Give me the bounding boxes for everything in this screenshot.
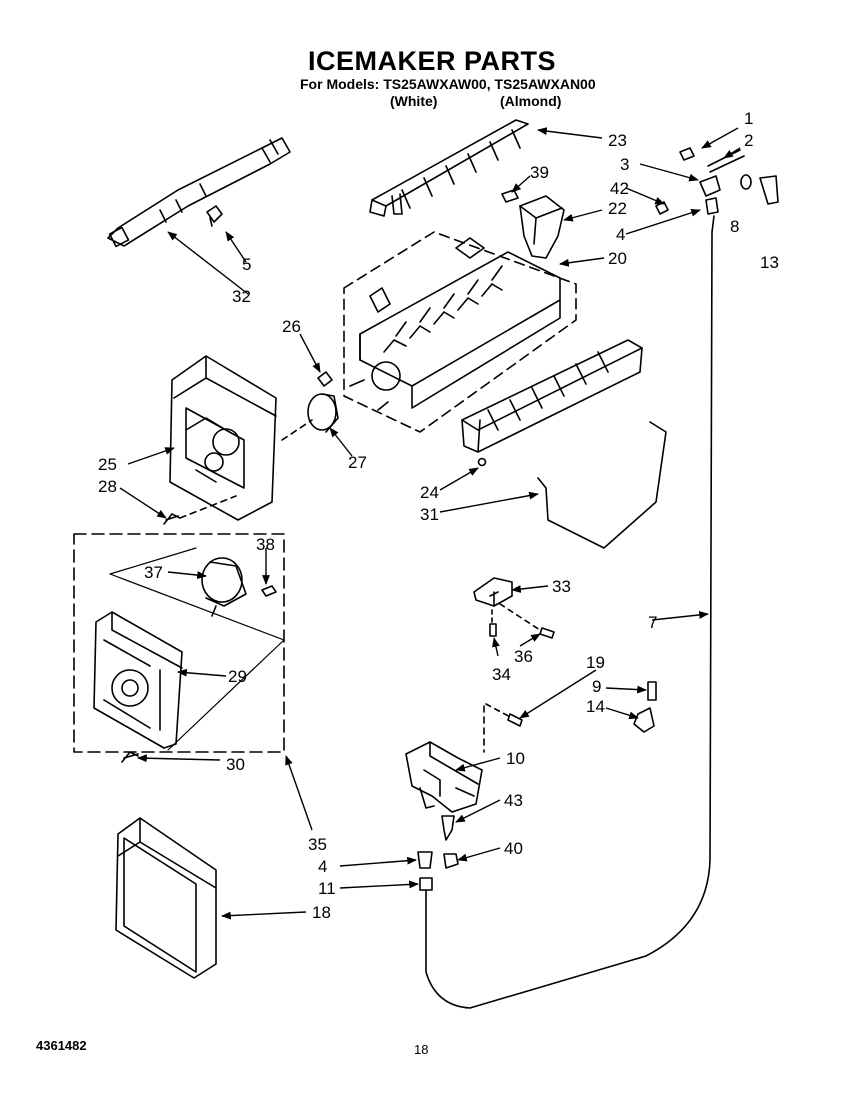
module-assembly-box (73, 533, 285, 753)
variant-white-label: (White) (390, 93, 438, 109)
callout-label: 43 (504, 791, 523, 810)
callout-label: 19 (586, 653, 605, 672)
callout-label: 18 (312, 903, 331, 922)
fitting-4-lower-part (417, 851, 433, 869)
callout-label: 9 (592, 677, 601, 696)
callout-label: 14 (586, 697, 605, 716)
callout-label: 35 (308, 835, 327, 854)
document-number: 4361482 (36, 1038, 87, 1053)
callout-label: 11 (318, 879, 336, 898)
bracket-33-part (473, 577, 541, 631)
models-line: For Models: TS25AWXAW00, TS25AWXAN00 (300, 76, 596, 92)
screw-9-part (647, 681, 657, 701)
screw-19-part (507, 713, 523, 727)
clip-26-part (317, 371, 333, 387)
motor-part (281, 393, 339, 441)
callout-label: 4 (318, 857, 327, 876)
water-valve-part (405, 705, 485, 813)
callout-label: 34 (492, 665, 511, 684)
screw-36-part (539, 627, 555, 639)
callout-label: 1 (744, 109, 753, 128)
shield-part (461, 339, 643, 467)
callout-label: 25 (98, 455, 117, 474)
callout-label: 4 (616, 225, 625, 244)
callout-label: 27 (348, 453, 367, 472)
callout-label: 7 (648, 613, 657, 632)
callout-label: 22 (608, 199, 627, 218)
callout-label: 38 (256, 535, 275, 554)
fitting-43-part (441, 815, 455, 841)
clamp-14-part (633, 707, 655, 733)
screw-30-part (121, 751, 139, 763)
nut-40-part (443, 853, 459, 869)
callout-label: 13 (760, 253, 779, 272)
callout-label: 36 (514, 647, 533, 666)
callout-label: 26 (282, 317, 301, 336)
callout-label: 37 (144, 563, 163, 582)
callout-label: 24 (420, 483, 439, 502)
nut-11-part (419, 877, 433, 891)
callout-label: 23 (608, 131, 627, 150)
callout-label: 40 (504, 839, 523, 858)
callout-label: 8 (730, 217, 739, 236)
screw-34-part (489, 623, 497, 637)
screw-28-part (163, 495, 237, 525)
callout-label: 33 (552, 577, 571, 596)
page-number: 18 (414, 1042, 429, 1057)
callout-label: 20 (608, 249, 627, 268)
callout-label: 39 (530, 163, 549, 182)
callout-label: 30 (226, 755, 245, 774)
water-line-part (425, 231, 713, 1009)
callout-label: 5 (242, 255, 251, 274)
callout-label: 31 (420, 505, 439, 524)
callout-label: 3 (620, 155, 629, 174)
cover-box-part (115, 817, 217, 979)
mold-part (343, 231, 577, 433)
clip-part (206, 205, 223, 227)
page-title: ICEMAKER PARTS (307, 46, 556, 76)
callout-label: 28 (98, 477, 117, 496)
shutoff-arm-part (537, 421, 667, 549)
callout-label: 32 (232, 287, 251, 306)
callout-label: 10 (506, 749, 525, 768)
callout-label: 2 (744, 131, 753, 150)
callout-label: 42 (610, 179, 629, 198)
cover-part (519, 195, 565, 259)
ejector-part (369, 119, 529, 217)
callout-label: 29 (228, 667, 247, 686)
callout-labels: 1 2 3 42 39 23 22 20 4 8 13 5 32 26 27 2… (98, 109, 779, 922)
variant-almond-label: (Almond) (500, 93, 562, 109)
housing-part (169, 355, 277, 521)
fill-tube-part (107, 137, 291, 248)
